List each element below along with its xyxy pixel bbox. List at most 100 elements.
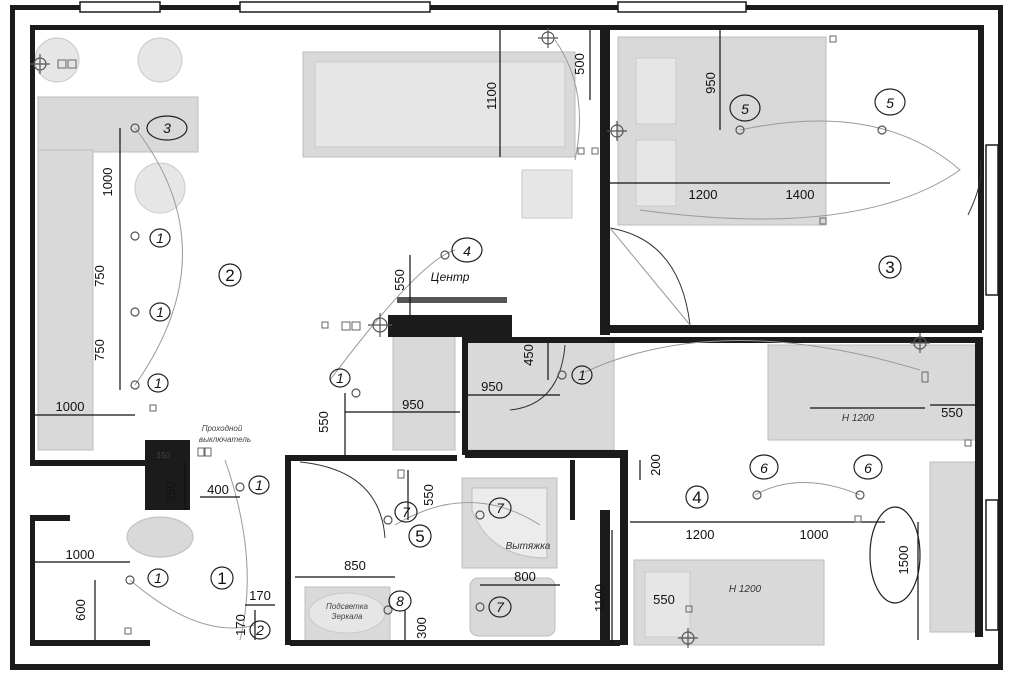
dim-170-b: 170 xyxy=(233,614,248,636)
lamps xyxy=(30,28,930,648)
dim-550-hall: 550 xyxy=(316,411,331,433)
group-label-1a: 1 xyxy=(156,230,164,246)
kitchen-counter-side xyxy=(37,149,94,451)
dim-500-top: 500 xyxy=(572,53,587,75)
tv-bar xyxy=(397,297,507,303)
lamp-icon xyxy=(130,307,140,317)
group-label-1b: 1 xyxy=(156,304,164,320)
closet-lower xyxy=(929,461,976,633)
dim-1100-top: 1100 xyxy=(484,82,499,110)
lamp-icon xyxy=(383,515,393,525)
group-label-1e: 1 xyxy=(578,367,586,383)
group-label-6b: 6 xyxy=(864,460,872,476)
group-label-4: 4 xyxy=(463,243,471,259)
center-label: Центр xyxy=(431,270,470,284)
lamp-icon xyxy=(678,628,698,648)
bed-lower-room xyxy=(767,344,979,441)
group-label-7b: 7 xyxy=(496,500,505,516)
dim-750-a: 750 xyxy=(92,265,107,287)
dim-1200-lower: 1200 xyxy=(686,527,715,542)
pass-switch-line1: Проходной xyxy=(202,424,243,433)
switches xyxy=(57,35,972,635)
pass-switch-line2: выключатель xyxy=(199,435,251,444)
dim-550-desk: 550 xyxy=(653,592,675,607)
lamp-icon xyxy=(538,28,558,48)
furniture xyxy=(34,36,979,646)
pillow-a xyxy=(635,57,677,125)
sofa-seat xyxy=(314,61,566,148)
lamp-icon xyxy=(130,231,140,241)
lamp-icon xyxy=(607,121,627,141)
group-label-1g: 1 xyxy=(154,570,162,586)
lamp-icon xyxy=(130,380,140,390)
room-number-3: 3 xyxy=(885,258,894,277)
lamp-icon xyxy=(910,333,930,353)
group-label-6a: 6 xyxy=(760,460,768,476)
mirror-line2: Зеркала xyxy=(332,612,363,621)
dim-170-a: 170 xyxy=(249,588,271,603)
room-number-5: 5 xyxy=(415,527,424,546)
mirror-line1: Подсветка xyxy=(326,602,368,611)
group-label-7c: 7 xyxy=(496,599,505,615)
desk-chair xyxy=(644,571,691,638)
room-number-2: 2 xyxy=(225,266,234,285)
dim-150: 150 xyxy=(156,451,170,460)
group-label-3: 3 xyxy=(163,120,171,136)
dim-950-bed: 950 xyxy=(703,72,718,94)
dim-1000-kitchen: 1000 xyxy=(56,399,85,414)
dim-950-hall-b: 950 xyxy=(481,379,503,394)
pillow-b xyxy=(635,139,677,207)
bathtub-sink xyxy=(469,577,556,637)
group-label-1d: 1 xyxy=(336,370,344,386)
dimension-lines xyxy=(35,30,978,645)
height-note-top: Н 1200 xyxy=(842,413,875,424)
height-note-bottom: Н 1200 xyxy=(729,584,762,595)
group-label-2: 2 xyxy=(255,622,264,638)
table-circle xyxy=(134,162,186,214)
kitchen-counter-top xyxy=(37,96,199,153)
group-label-5b: 5 xyxy=(886,95,894,111)
windows xyxy=(79,1,999,631)
lamp-icon xyxy=(752,490,762,500)
dim-950-hall-a: 950 xyxy=(402,397,424,412)
dim-1200-bed: 1200 xyxy=(689,187,718,202)
lamp-icon xyxy=(475,510,485,520)
dim-450: 450 xyxy=(521,344,536,366)
lamp-icon xyxy=(735,125,745,135)
dim-400: 400 xyxy=(207,482,229,497)
dim-550-right: 550 xyxy=(941,405,963,420)
lamp-icon xyxy=(130,123,140,133)
lamp-icon xyxy=(125,575,135,585)
lamp-icon xyxy=(557,370,567,380)
group-label-1c: 1 xyxy=(154,375,162,391)
room-number-1: 1 xyxy=(217,569,226,588)
dim-300: 300 xyxy=(414,617,429,639)
lamp-icon xyxy=(440,250,450,260)
dim-800: 800 xyxy=(514,569,536,584)
wiring xyxy=(129,39,961,641)
dim-850: 850 xyxy=(344,558,366,573)
lamp-icon xyxy=(877,125,887,135)
dim-1000-entry: 1000 xyxy=(66,547,95,562)
lamp-icon xyxy=(351,388,361,398)
group-label-8: 8 xyxy=(396,593,404,609)
hood-note: Вытяжка xyxy=(506,541,551,552)
dim-600: 600 xyxy=(73,599,88,621)
group-label-7a: 7 xyxy=(402,504,411,520)
shower-tray xyxy=(471,487,548,559)
hall-wardrobe xyxy=(392,334,456,451)
dim-1400-bed: 1400 xyxy=(786,187,815,202)
group-label-1f: 1 xyxy=(255,477,263,493)
armchair xyxy=(521,169,573,219)
lamp-icon xyxy=(30,54,50,74)
dim-550-bath: 550 xyxy=(421,484,436,506)
dim-550-center: 550 xyxy=(392,269,407,291)
group-label-5a: 5 xyxy=(741,101,749,117)
lamp-icon xyxy=(235,482,245,492)
dim-1000-v: 1000 xyxy=(100,168,115,197)
doors xyxy=(299,159,982,539)
dim-1000-lower: 1000 xyxy=(800,527,829,542)
dim-1500: 1500 xyxy=(896,546,911,575)
dim-1100-bath: 1100 xyxy=(592,584,607,612)
